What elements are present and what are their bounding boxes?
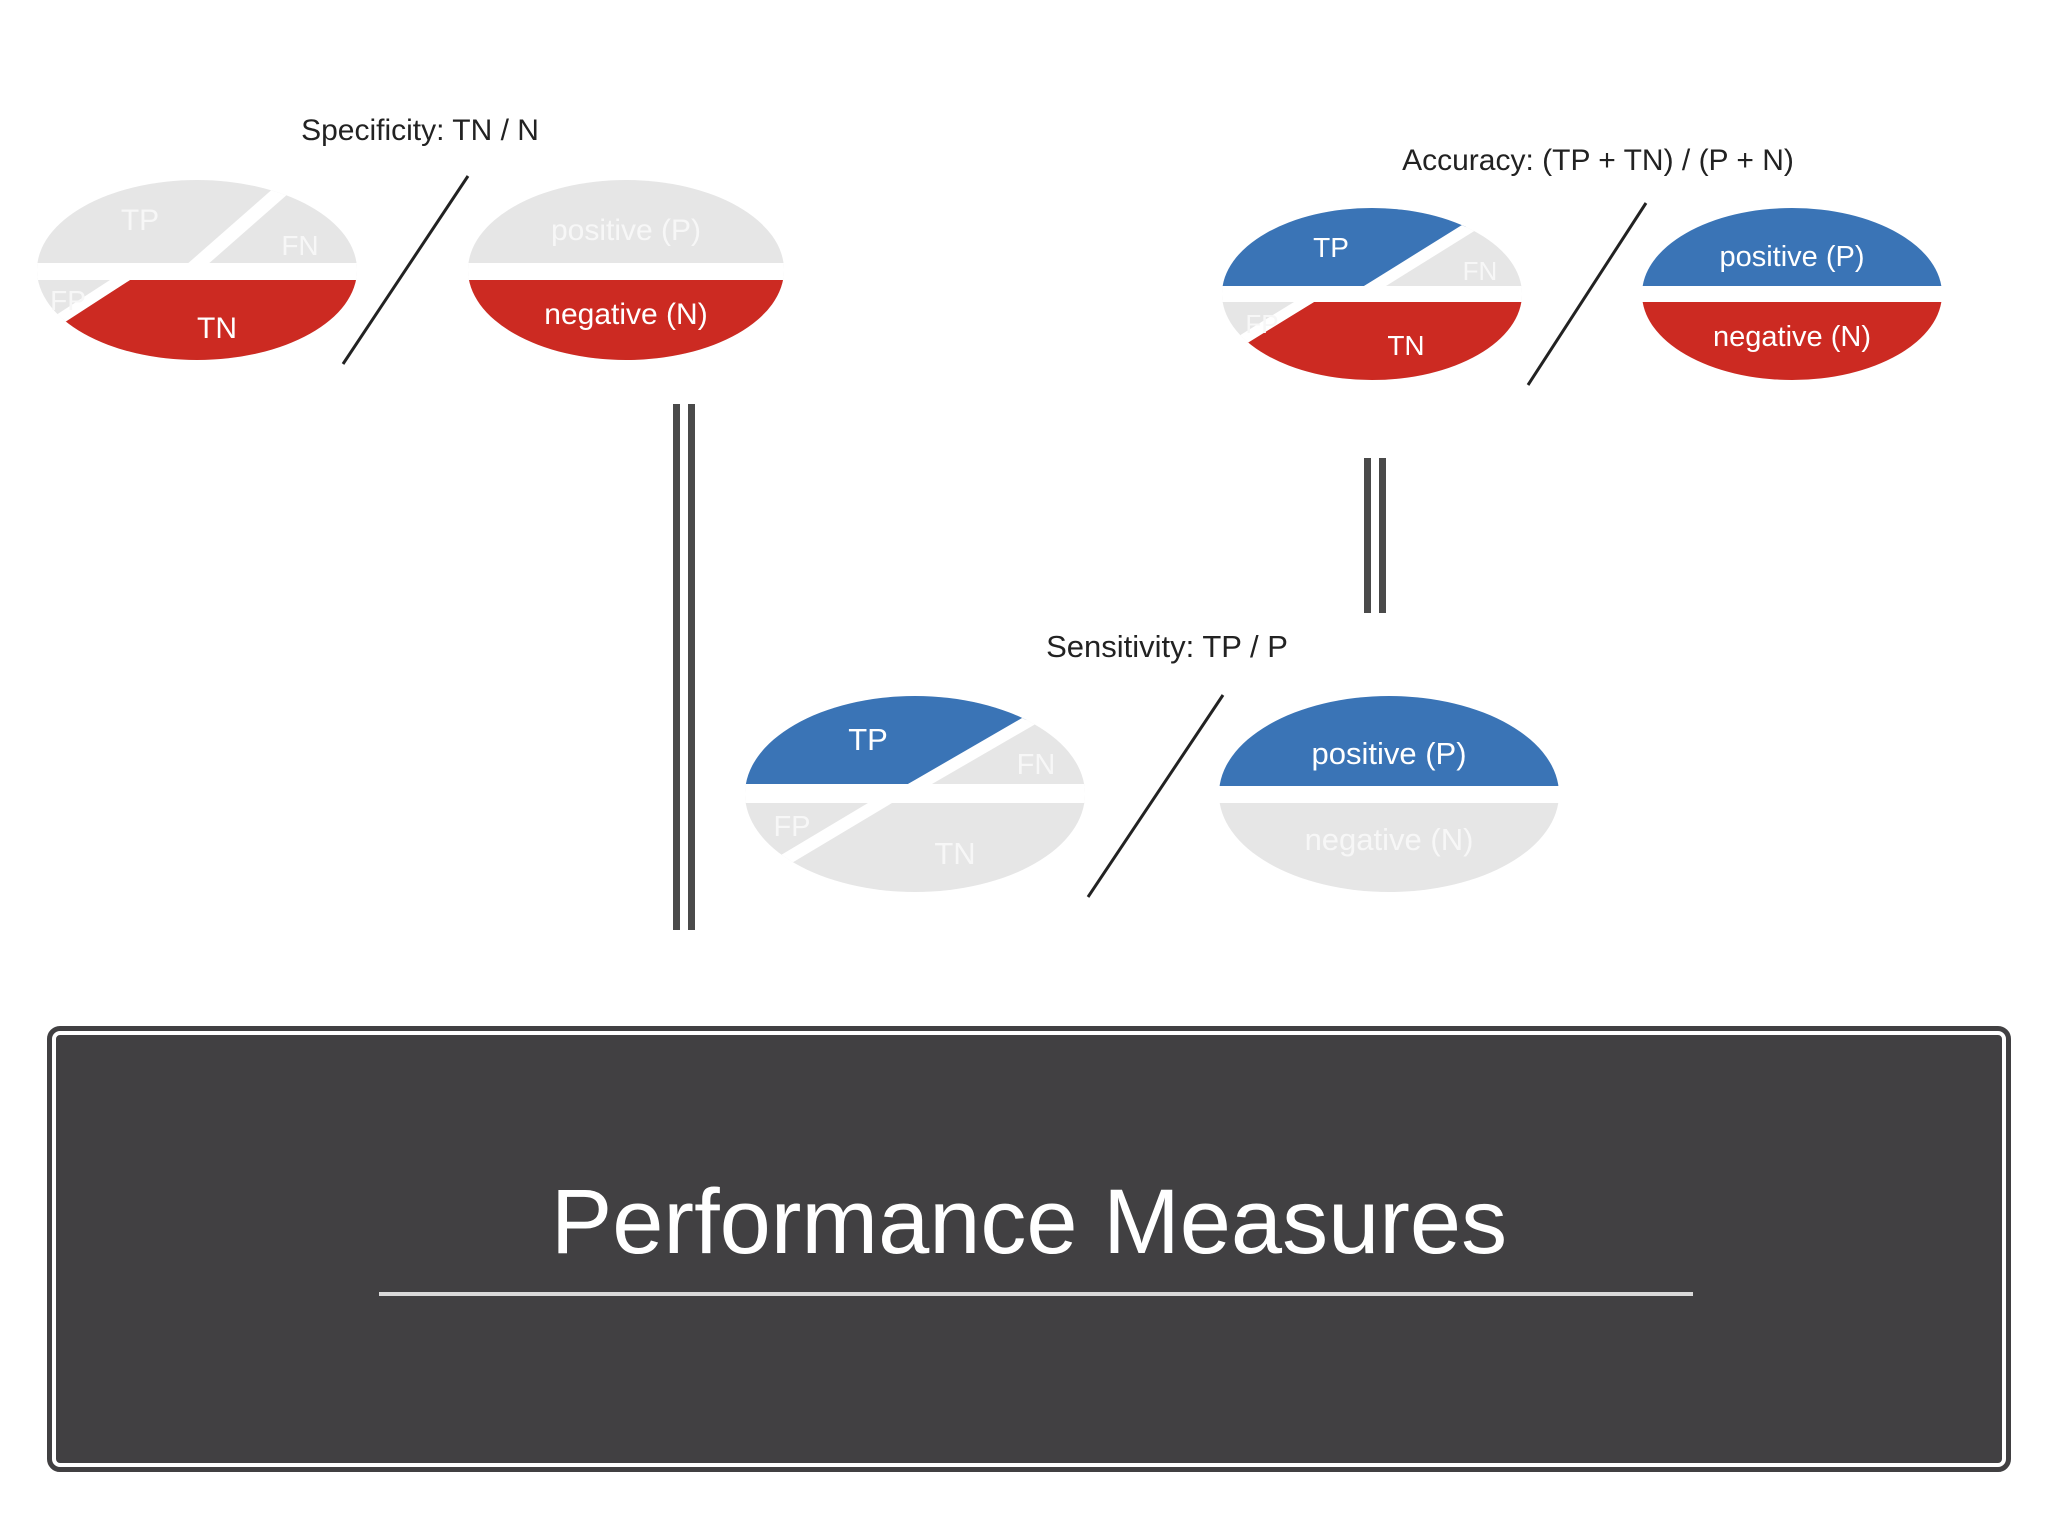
specificity-fn-label: FN <box>281 230 318 261</box>
accuracy-group: Accuracy: (TP + TN) / (P + N) TP FN FP T… <box>1222 144 1942 386</box>
accuracy-tp-label: TP <box>1313 232 1349 263</box>
accuracy-population-ellipse <box>1642 208 1942 380</box>
specificity-tp-label: TP <box>121 204 159 237</box>
specificity-divide-slash <box>341 175 470 365</box>
sensitivity-population-ellipse <box>1219 696 1559 892</box>
sensitivity-fn-label: FN <box>1017 749 1056 781</box>
sensitivity-negative-label: negative (N) <box>1305 822 1474 857</box>
slide-title: Performance Measures <box>550 1171 1508 1273</box>
sensitivity-group: Sensitivity: TP / P TP FN FP TN positive… <box>745 629 1559 898</box>
specificity-positive-label: positive (P) <box>551 214 701 247</box>
equals-connector-left <box>673 404 695 930</box>
sensitivity-confusion-ellipse <box>745 696 1085 892</box>
specificity-fp-label: FP <box>50 285 86 316</box>
title-underline <box>379 1292 1693 1296</box>
title-panel: Performance Measures <box>47 1026 2011 1472</box>
sensitivity-positive-label: positive (P) <box>1311 736 1466 771</box>
sensitivity-formula: Sensitivity: TP / P <box>1046 629 1288 664</box>
accuracy-negative-label: negative (N) <box>1713 321 1871 353</box>
accuracy-tn-label: TN <box>1387 330 1424 361</box>
accuracy-divide-slash <box>1526 202 1648 386</box>
specificity-group: Specificity: TN / N TP FN FP TN positive… <box>37 114 784 365</box>
equals-connector-right <box>1364 458 1386 613</box>
accuracy-fn-label: FN <box>1463 256 1498 286</box>
accuracy-positive-label: positive (P) <box>1719 241 1864 273</box>
specificity-population-ellipse <box>468 180 784 360</box>
sensitivity-fp-label: FP <box>773 811 810 843</box>
specificity-formula: Specificity: TN / N <box>301 114 539 147</box>
specificity-tn-label: TN <box>197 312 237 345</box>
specificity-confusion-ellipse <box>37 180 357 360</box>
accuracy-formula: Accuracy: (TP + TN) / (P + N) <box>1402 144 1794 177</box>
specificity-negative-label: negative (N) <box>544 298 707 331</box>
sensitivity-tp-label: TP <box>848 722 888 757</box>
sensitivity-tn-label: TN <box>934 836 975 871</box>
accuracy-confusion-ellipse <box>1222 208 1522 380</box>
sensitivity-divide-slash <box>1086 694 1225 898</box>
accuracy-fp-label: FP <box>1245 309 1278 339</box>
